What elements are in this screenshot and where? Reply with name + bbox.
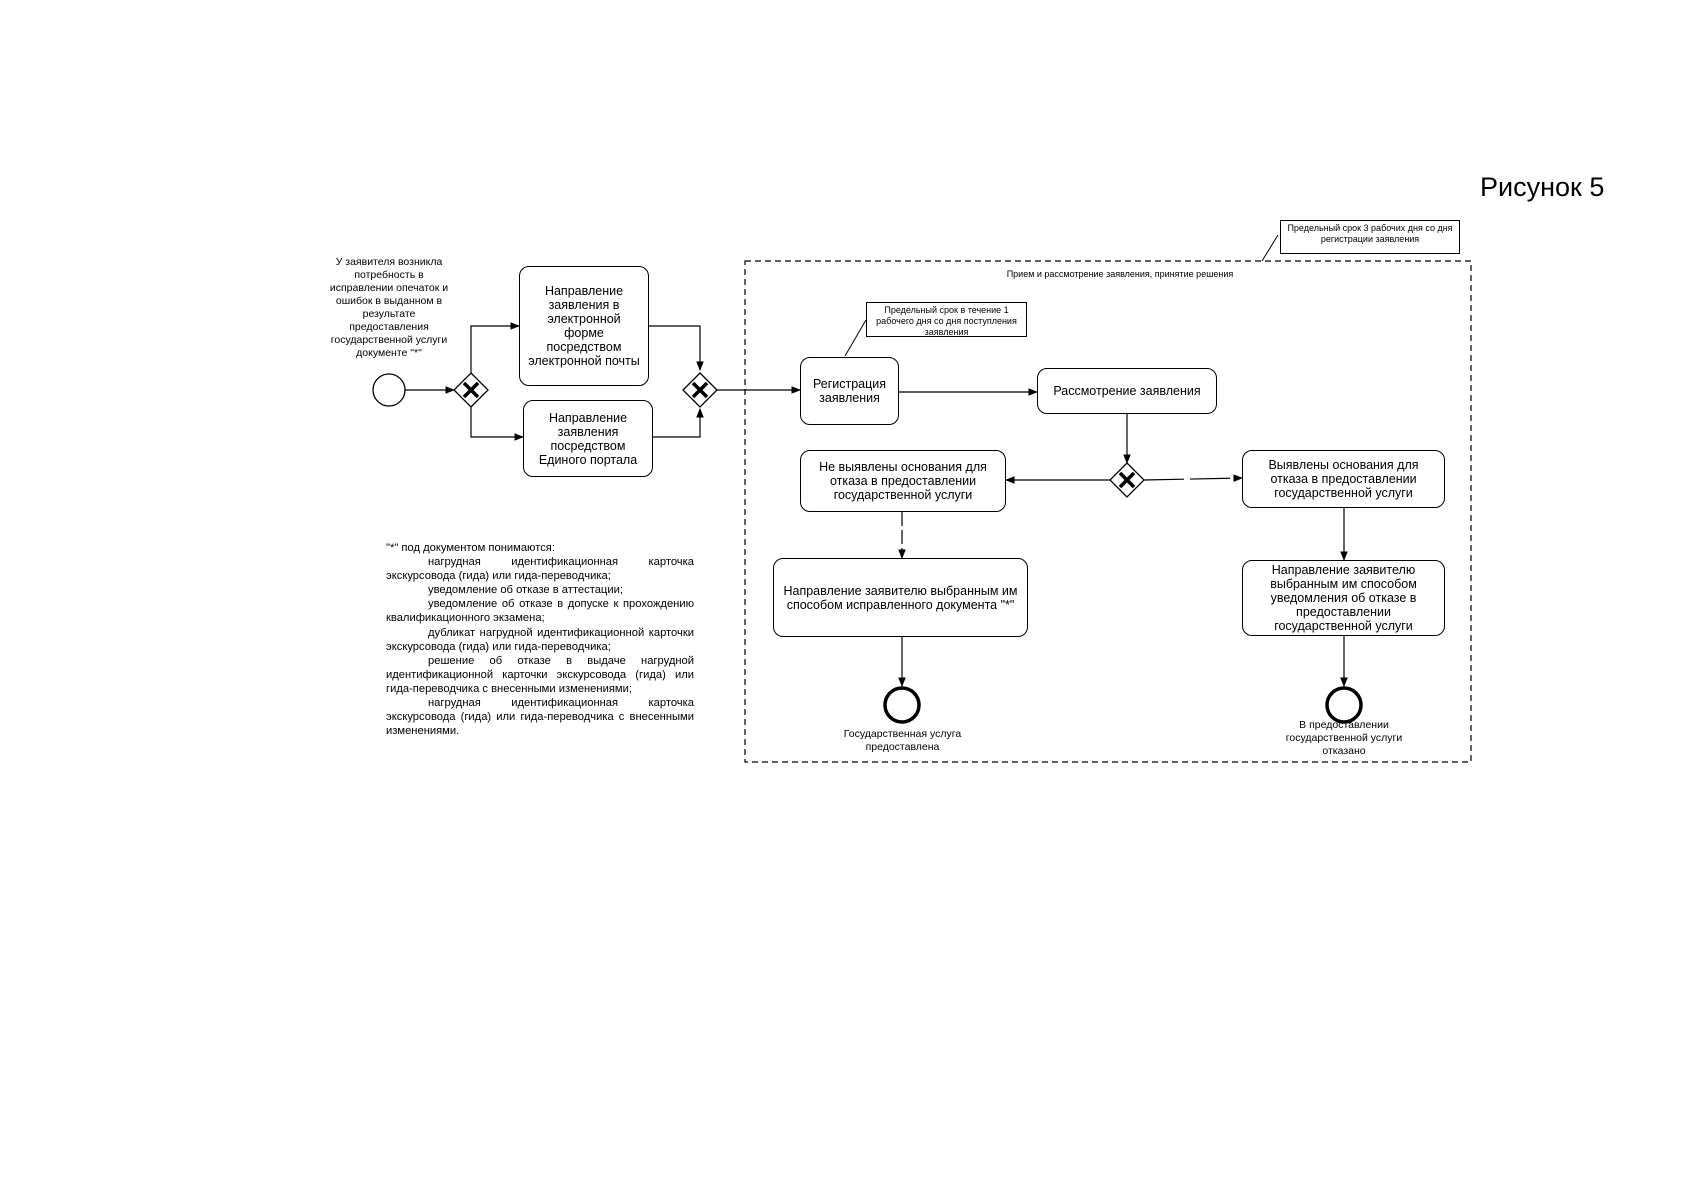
task-review: Рассмотрение заявления — [1037, 368, 1217, 414]
flow-portal-to-join — [653, 408, 704, 438]
task-send-corrected: Направление заявителю выбранным им спосо… — [773, 558, 1028, 637]
footnote-item: решение об отказе в выдаче нагрудной иде… — [386, 654, 694, 695]
flow-decision-to-grounds — [1143, 474, 1243, 483]
lane-note-connector — [1261, 234, 1279, 262]
start-event — [372, 373, 406, 407]
footnote: "*" под документом понимаются: нагрудная… — [386, 541, 694, 738]
lane-title: Прием и рассмотрение заявления, принятие… — [1006, 269, 1234, 279]
footnote-item: дубликат нагрудной идентификационной кар… — [386, 626, 694, 653]
footnote-item: нагрудная идентификационная карточка экс… — [386, 697, 694, 738]
end-event-refused — [1325, 686, 1363, 724]
task-portal: Направление заявления посредством Единог… — [523, 400, 653, 477]
footnote-intro: "*" под документом понимаются: — [386, 542, 555, 554]
end-label-provided: Государственная услуга предоставлена — [843, 728, 962, 753]
task-no-grounds: Не выявлены основания для отказа в предо… — [800, 450, 1006, 512]
join-gateway — [682, 372, 718, 408]
lane-deadline-note: Предельный срок 3 рабочих дня со дня рег… — [1280, 220, 1460, 254]
flow-email-to-join — [649, 325, 704, 371]
end-label-refused: В предоставлении государственной услуги … — [1285, 719, 1403, 757]
footnote-item: уведомление об отказе в аттестации; — [428, 584, 623, 597]
task-grounds: Выявлены основания для отказа в предоста… — [1242, 450, 1445, 508]
task-registration: Регистрация заявления — [800, 357, 899, 425]
task-email: Направление заявления в электронной форм… — [519, 266, 649, 386]
figure-label: Рисунок 5 — [1480, 172, 1605, 202]
flow-split-to-email — [470, 322, 520, 373]
end-event-provided — [883, 686, 921, 724]
footnote-item: уведомление об отказе в допуске к прохож… — [386, 598, 694, 625]
decision-gateway — [1109, 462, 1145, 498]
registration-note-connector — [844, 319, 867, 357]
start-event-label: У заявителя возникла потребность в испра… — [329, 256, 449, 359]
lane-boundary — [744, 260, 1472, 763]
registration-deadline-note: Предельный срок в течение 1 рабочего дня… — [866, 302, 1027, 337]
task-send-refusal: Направление заявителю выбранным им спосо… — [1242, 560, 1445, 636]
flow-split-to-portal — [470, 407, 524, 441]
footnote-item: нагрудная идентификационная карточка экс… — [386, 556, 694, 583]
split-gateway — [453, 372, 489, 408]
